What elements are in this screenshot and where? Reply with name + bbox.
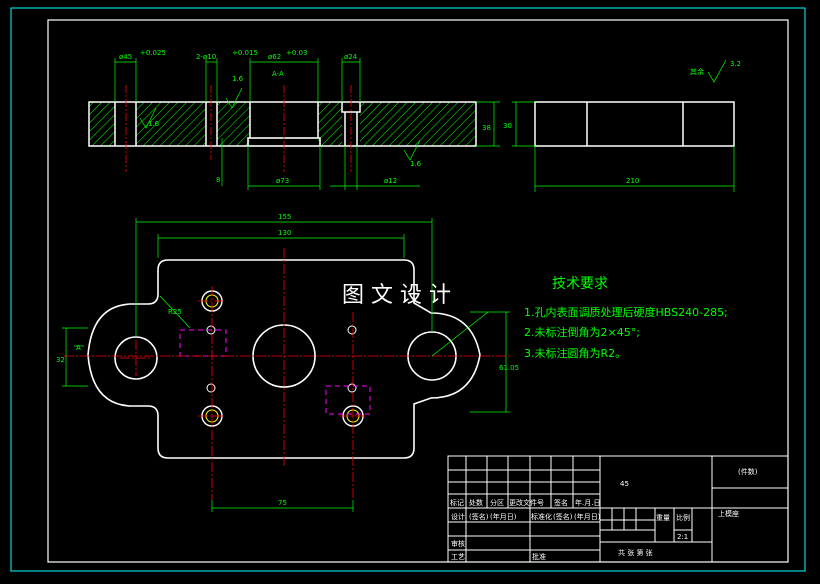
- dim-h38: 38: [482, 124, 491, 132]
- side-view: 210 30 其余 3.2: [503, 59, 741, 192]
- dim-h32: 32: [56, 356, 65, 364]
- sheets-label: 共 张 第 张: [618, 548, 653, 557]
- dim-d45-tol: +0.025: [140, 49, 166, 57]
- h-sign: 签名: [554, 498, 568, 507]
- ymd-2: (年月日): [574, 512, 601, 521]
- dim-w210: 210: [626, 177, 639, 185]
- dim-r25: R25: [168, 308, 182, 316]
- ymd-1: (年月日): [490, 512, 517, 521]
- rest-label: 其余: [690, 67, 704, 76]
- craft-label: 工艺: [451, 553, 465, 561]
- mark-a: A: [76, 344, 81, 352]
- signed-2: (签名): [553, 512, 573, 521]
- dim-w75: 75: [278, 499, 287, 507]
- dim-d10: 2-ø10: [196, 53, 216, 61]
- part-name: 上模座: [718, 509, 739, 518]
- rough-16-b: 1.6: [148, 120, 160, 128]
- dim-d24: ø24: [344, 53, 358, 61]
- note-3: 3.未标注圆角为R2。: [524, 346, 626, 360]
- rough-16-a: 1.6: [232, 75, 244, 83]
- dim-w130: 130: [278, 229, 291, 237]
- plan-view: 155 130 75 32 61.05 R25 A: [56, 213, 519, 512]
- front-section-view: ø45 +0.025 2-ø10 +0.015 ø62 +0.03 ø24 A-…: [88, 49, 500, 190]
- dim-d62: ø62: [268, 53, 281, 61]
- note-1: 1.孔内表面调质处理后硬度HBS240-285;: [524, 305, 728, 319]
- review-label: 审核: [451, 539, 465, 548]
- design-label: 设计: [451, 512, 465, 521]
- scale-value: 2:1: [677, 533, 688, 541]
- dim-d12: ø12: [384, 177, 397, 185]
- dim-d10-tol: +0.015: [232, 49, 258, 57]
- outer-frame: [10, 7, 806, 572]
- signed-1: (签名): [469, 512, 489, 521]
- approve-label: 批准: [532, 552, 546, 561]
- dim-8: 8: [216, 176, 220, 184]
- h-zone: 分区: [490, 498, 504, 507]
- dim-h6105: 61.05: [499, 364, 519, 372]
- dim-w155: 155: [278, 213, 291, 221]
- h-mark: 标记: [450, 498, 464, 507]
- material: 45: [620, 480, 629, 488]
- notes-title: 技术要求: [552, 276, 608, 292]
- rough-16-c: 1.6: [410, 160, 422, 168]
- dim-d45: ø45: [119, 53, 132, 61]
- section-label: A-A: [272, 70, 284, 78]
- dim-d73: ø73: [276, 177, 289, 185]
- note-2: 2.未标注倒角为2×45°;: [524, 325, 640, 339]
- title-block: [447, 455, 789, 563]
- quantity-label: (件数): [738, 467, 758, 476]
- rough-32: 3.2: [730, 60, 741, 68]
- scale-label: 比例: [676, 513, 690, 522]
- weight-label: 重量: [656, 514, 670, 522]
- technical-notes: 技术要求 1.孔内表面调质处理后硬度HBS240-285; 2.未标注倒角为2×…: [524, 276, 728, 360]
- h-count: 处数: [469, 498, 483, 507]
- dim-h30: 30: [503, 122, 512, 130]
- dim-d62-tol: +0.03: [286, 49, 307, 57]
- inner-border: [47, 19, 789, 563]
- title-block-text: 45 (件数) 上模座 重量 比例 2:1 共 张 第 张 标记 处数 分区 更…: [450, 467, 758, 561]
- standard-label: 标准化: [531, 512, 552, 521]
- watermark-text: 图 文 设 计: [342, 283, 451, 308]
- h-date: 年.月.日: [575, 498, 600, 507]
- h-doc: 更改文件号: [509, 498, 544, 507]
